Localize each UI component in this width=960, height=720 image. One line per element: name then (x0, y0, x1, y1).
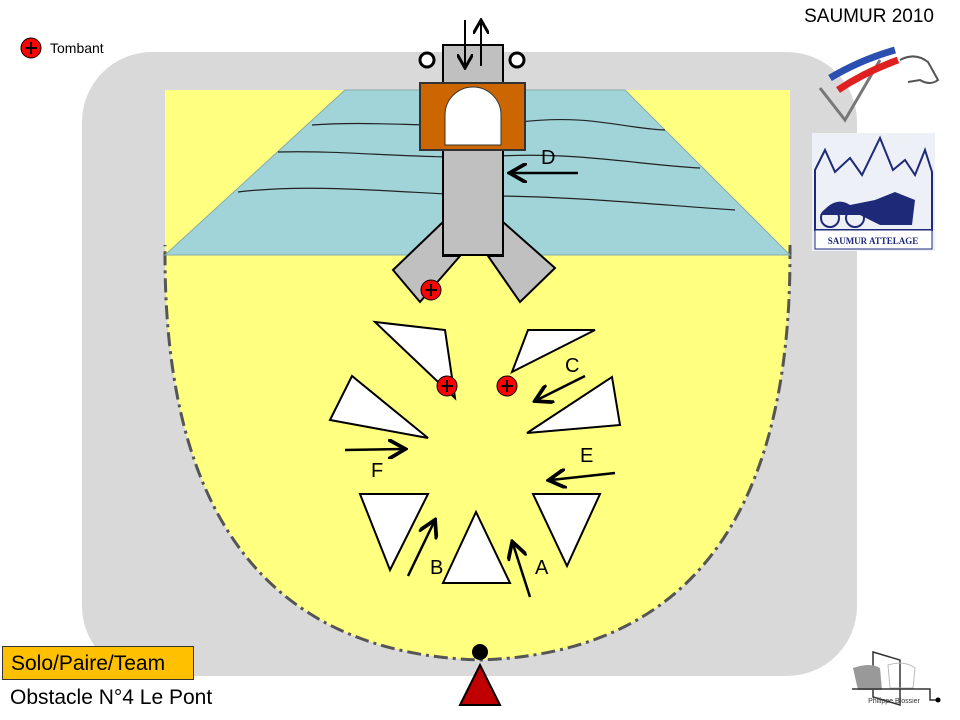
knockdown-icon (496, 375, 518, 397)
gate-F: F (371, 460, 383, 482)
bollard (418, 51, 436, 69)
category-badge: Solo/Paire/Team (2, 646, 194, 680)
obstacle-title: Obstacle N°4 Le Pont (10, 686, 213, 709)
svg-text:Philippe Blossier: Philippe Blossier (868, 698, 920, 705)
bridge-right-wing (486, 219, 557, 304)
direction-arrows (344, 173, 616, 598)
legend-label: Tombant (50, 40, 104, 56)
designer-logo: Philippe Blossier (852, 650, 941, 707)
event-title: SAUMUR 2010 (804, 6, 934, 27)
svg-text:SAUMUR ATTELAGE: SAUMUR ATTELAGE (828, 236, 919, 246)
gate-C: C (565, 355, 579, 377)
knockdown-icon (420, 279, 442, 301)
bridge-left-wing (391, 219, 463, 304)
gate-B: B (430, 557, 443, 579)
gate-E: E (580, 445, 593, 467)
start-marker (458, 662, 502, 706)
knockdown-icon (20, 37, 42, 59)
gate-D: D (541, 147, 555, 169)
ffe-logo (818, 46, 940, 123)
triangle-obstacles (328, 320, 622, 584)
knockdown-icon (436, 375, 458, 397)
gate-A: A (535, 557, 549, 579)
saumur-attelage-logo: SAUMUR ATTELAGE (812, 133, 935, 251)
bollard (508, 51, 526, 69)
legend: Tombant (20, 37, 104, 59)
